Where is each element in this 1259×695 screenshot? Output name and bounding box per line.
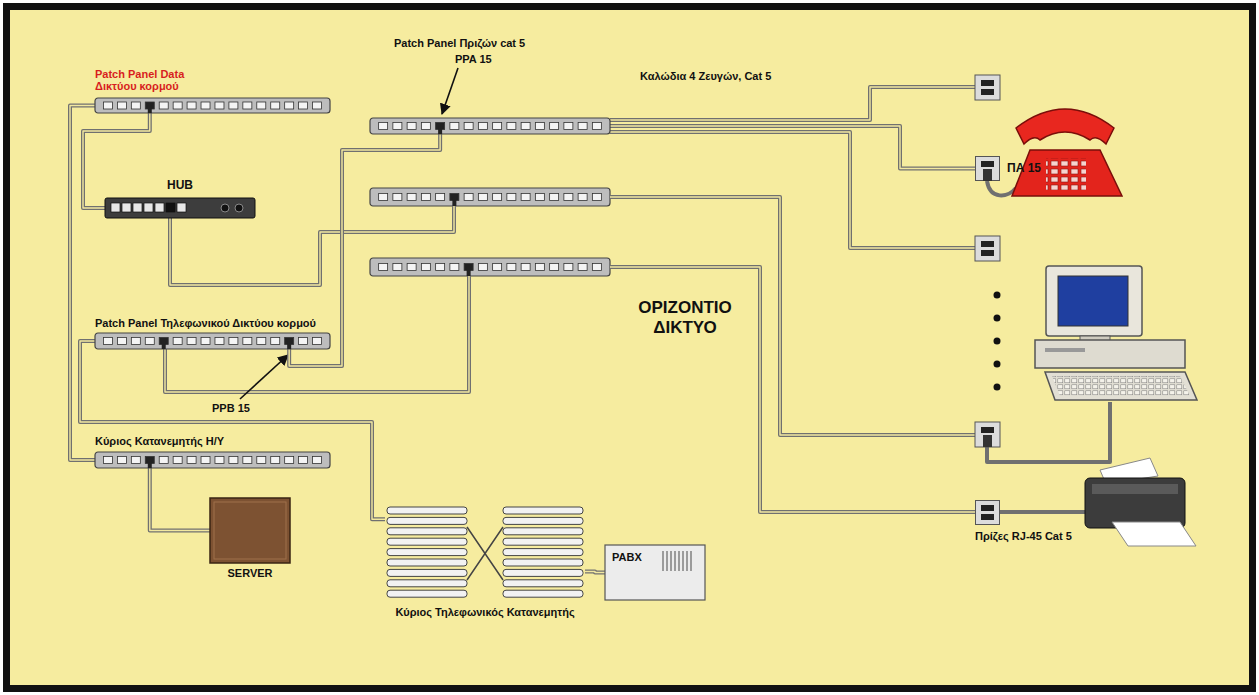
cable-core bbox=[80, 341, 385, 519]
hub-drawing bbox=[105, 198, 255, 218]
patch-panel: Patch Panel Πριζών cat 5 bbox=[370, 37, 610, 134]
node-label: Patch Panel Πριζών cat 5 bbox=[370, 37, 525, 50]
computer bbox=[1035, 266, 1197, 400]
outlet-shape bbox=[975, 156, 1000, 181]
hub: HUB bbox=[105, 179, 255, 218]
cable-connector bbox=[83, 113, 150, 208]
wall-outlet bbox=[975, 75, 1000, 447]
ellipsis-dots bbox=[994, 292, 1001, 391]
wall-outlet: ΠΑ 15 bbox=[975, 156, 1041, 181]
server-drawing bbox=[210, 498, 290, 563]
patch-panel: Patch Panel Data Δικτύου κορμού bbox=[95, 68, 330, 113]
cable bbox=[165, 87, 1110, 512]
cable-connector bbox=[80, 341, 385, 519]
main-distribution-frame: Κύριος Τηλεφωνικός Κατανεμητής bbox=[385, 505, 585, 619]
node-label: Patch Panel Τηλεφωνικού Δικτύου κορμού bbox=[95, 317, 316, 330]
outlet-drawing bbox=[975, 156, 1000, 181]
node-label: Κύριος Κατανεμητής Η/Υ bbox=[95, 435, 224, 448]
panel-shape bbox=[95, 98, 330, 113]
node-label: Πρίζες RJ-45 Cat 5 bbox=[975, 530, 1075, 543]
patch-panel: Patch Panel Τηλεφωνικού Δικτύου κορμού bbox=[95, 317, 330, 349]
blocks-shape bbox=[385, 505, 585, 600]
pabx: PABX bbox=[605, 545, 705, 600]
panel-shape bbox=[95, 452, 330, 468]
printer bbox=[1085, 458, 1196, 546]
cable-connector bbox=[610, 126, 975, 169]
callout-label: PPA 15 bbox=[455, 53, 492, 66]
cable-label: Καλώδια 4 Ζευγών, Cat 5 bbox=[640, 70, 771, 83]
patch-panel bbox=[370, 188, 610, 206]
cable-core bbox=[289, 134, 440, 366]
node-label: ΠΑ 15 bbox=[1007, 162, 1041, 176]
panel-shape bbox=[95, 333, 330, 349]
panel-drawing bbox=[95, 333, 330, 349]
hub-shape bbox=[105, 198, 255, 218]
cable-core bbox=[150, 468, 210, 531]
outlet-shape bbox=[975, 500, 1000, 525]
node-label: PABX bbox=[612, 551, 642, 564]
cable-core bbox=[610, 126, 975, 169]
area-label: ΟΡΙΖΟΝΤΙΟ ΔΙΚΤΥΟ bbox=[615, 298, 755, 337]
callout-label: PPB 15 bbox=[212, 402, 250, 415]
telephone bbox=[1012, 109, 1122, 196]
panel-drawing bbox=[95, 98, 330, 113]
node-label: HUB bbox=[167, 179, 193, 193]
cable-connector bbox=[289, 134, 440, 366]
cable-connector bbox=[585, 572, 605, 573]
patch-panel: Κύριος Κατανεμητής Η/Υ bbox=[95, 435, 330, 468]
pabx-shape: PABX bbox=[605, 545, 705, 600]
patch-panel bbox=[370, 258, 610, 276]
panel-drawing bbox=[370, 118, 610, 134]
wall-outlet: Πρίζες RJ-45 Cat 5 bbox=[975, 500, 1075, 543]
outlet-drawing bbox=[975, 500, 1000, 525]
panel-drawing bbox=[95, 452, 330, 468]
node-label: SERVER bbox=[227, 567, 272, 580]
blocks-drawing bbox=[385, 505, 585, 600]
panel-shape bbox=[370, 118, 610, 134]
cable-core bbox=[83, 113, 150, 208]
node-label: Κύριος Τηλεφωνικός Κατανεμητής bbox=[395, 606, 574, 619]
node-label: Patch Panel Data Δικτύου κορμού bbox=[95, 68, 207, 93]
cable-core bbox=[70, 106, 95, 461]
server: SERVER bbox=[210, 498, 290, 580]
server-shape bbox=[210, 498, 290, 563]
cable-core bbox=[585, 572, 605, 573]
cable-connector bbox=[150, 468, 210, 531]
